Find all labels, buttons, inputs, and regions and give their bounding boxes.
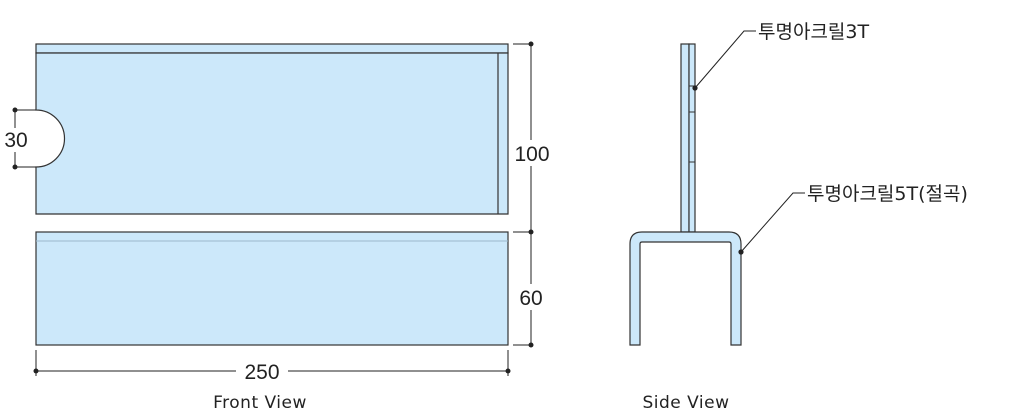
dimension-cutout: 30 bbox=[2, 107, 36, 170]
dimension-width-label: 250 bbox=[244, 361, 279, 384]
callout-lower: 투명아크릴5T(절곡) bbox=[738, 183, 968, 255]
dimension-height-lower-label: 60 bbox=[519, 287, 542, 310]
dimension-cutout-label: 30 bbox=[4, 129, 27, 152]
caption-front-view: Front View bbox=[213, 393, 307, 413]
callout-lower-label: 투명아크릴5T(절곡) bbox=[807, 183, 968, 205]
side-view bbox=[629, 43, 742, 346]
caption-side-view: Side View bbox=[642, 393, 729, 413]
side-bent-base bbox=[629, 231, 742, 346]
front-upper-panel bbox=[35, 52, 509, 215]
dimension-height-upper-label: 100 bbox=[514, 143, 549, 166]
front-view bbox=[35, 43, 509, 346]
dimension-horizontal: 250 bbox=[33, 350, 511, 384]
side-panel-outer bbox=[680, 43, 690, 233]
callout-upper: 투명아크릴3T bbox=[692, 21, 869, 91]
callout-upper-label: 투명아크릴3T bbox=[758, 21, 869, 43]
front-lower-base bbox=[35, 231, 509, 346]
front-top-strip bbox=[35, 43, 509, 54]
dimension-vertical: 100 60 bbox=[512, 41, 554, 348]
side-panel-inner bbox=[688, 43, 696, 233]
